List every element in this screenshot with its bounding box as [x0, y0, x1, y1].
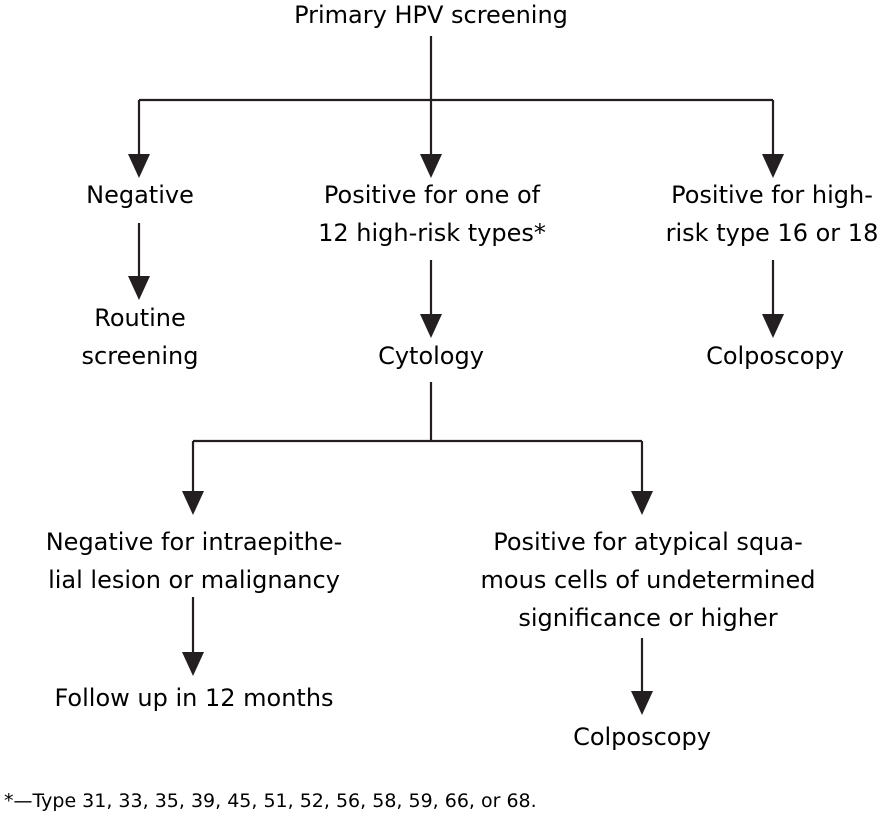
- node-negative-intraepithelial-lesion: Negative for intraepithe-lial lesion or …: [46, 528, 343, 594]
- flowchart-nodes: Primary HPV screening Negative Positive …: [46, 1, 879, 751]
- node-text-line: significance or higher: [518, 604, 777, 632]
- edge-root-negative-arrowhead: [128, 154, 150, 178]
- node-text-line: Positive for one of: [324, 181, 541, 209]
- edge-negative-routine-arrowhead: [128, 276, 150, 300]
- node-text-line: Cytology: [378, 342, 484, 370]
- edge-root-positive-12-arrowhead: [420, 154, 442, 178]
- node-text-line: screening: [82, 342, 199, 370]
- node-text-line: lial lesion or malignancy: [48, 566, 340, 594]
- footnote: *—Type 31, 33, 35, 39, 45, 51, 52, 56, 5…: [4, 790, 537, 812]
- node-text-line: Positive for high-: [671, 181, 873, 209]
- node-positive-12-high-risk: Positive for one of 12 high-risk types*: [318, 181, 546, 247]
- node-text-line: risk type 16 or 18: [666, 219, 879, 247]
- node-cytology: Cytology: [378, 342, 484, 370]
- node-positive-16-or-18: Positive for high-risk type 16 or 18: [666, 181, 879, 247]
- edge-positive-ascus-colposcopy-arrowhead: [631, 691, 653, 715]
- edge-negative-lesion-follow-up-arrowhead: [182, 652, 204, 676]
- node-text-line: Routine: [94, 304, 186, 332]
- node-text-line: Negative for intraepithe-: [46, 528, 343, 556]
- node-text-line: mous cells of undetermined: [481, 566, 816, 594]
- node-follow-up-12-months: Follow up in 12 months: [54, 684, 333, 712]
- node-text-line: 12 high-risk types*: [318, 219, 546, 247]
- edge-cytology-negative-lesion-arrowhead: [182, 491, 204, 515]
- node-primary-hpv-screening: Primary HPV screening: [294, 1, 568, 29]
- node-routine-screening: Routine screening: [82, 304, 199, 370]
- edge-positive12-cytology-arrowhead: [420, 314, 442, 338]
- node-text-line: Negative: [86, 181, 194, 209]
- edge-root-positive-16-18-arrowhead: [762, 154, 784, 178]
- connector-lines: [128, 36, 784, 715]
- node-negative: Negative: [86, 181, 194, 209]
- node-text-line: Positive for atypical squa-: [493, 528, 803, 556]
- node-text-line: Colposcopy: [706, 342, 844, 370]
- node-positive-atypical-squamous: Positive for atypical squa-mous cells of…: [481, 528, 816, 632]
- edge-cytology-positive-ascus-arrowhead: [631, 491, 653, 515]
- node-text-line: Primary HPV screening: [294, 1, 568, 29]
- node-text-line: Follow up in 12 months: [54, 684, 333, 712]
- node-colposcopy-ascus: Colposcopy: [573, 723, 711, 751]
- edge-positive1618-colposcopy-arrowhead: [762, 314, 784, 338]
- node-text-line: Colposcopy: [573, 723, 711, 751]
- node-colposcopy-high-risk: Colposcopy: [706, 342, 844, 370]
